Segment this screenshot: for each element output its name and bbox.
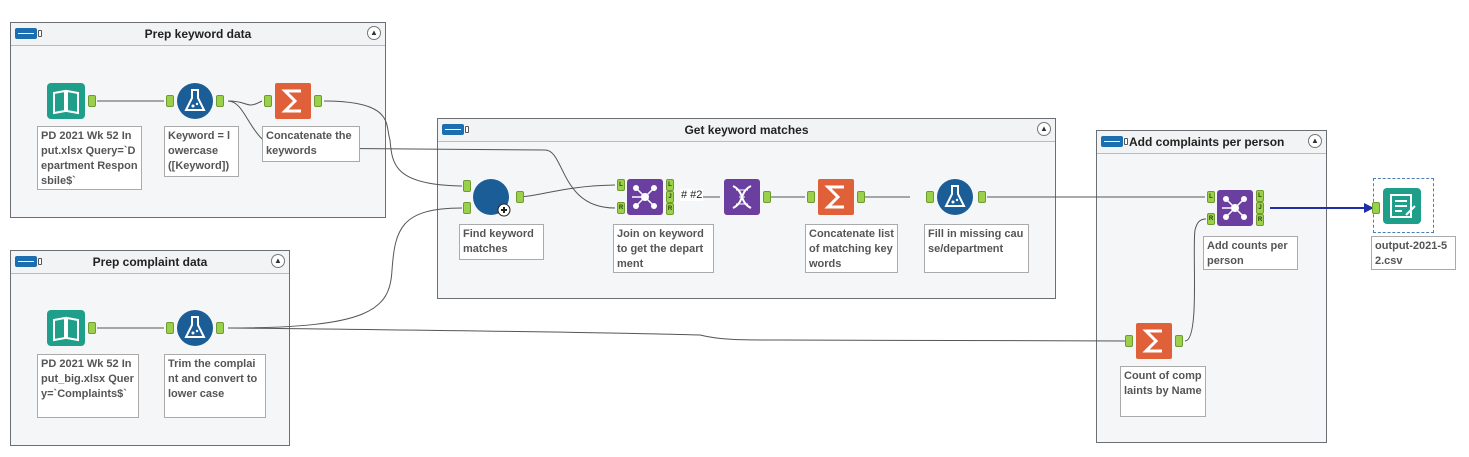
input-anchor[interactable] (926, 191, 934, 203)
tool-annotation: Trim the complaint and convert to lower … (164, 354, 266, 418)
input-anchor-r[interactable] (463, 202, 471, 214)
tool-annotation: Add counts per person (1203, 236, 1298, 270)
container-title: Add complaints per person (1129, 135, 1285, 149)
output-anchor-j[interactable]: J (1256, 202, 1264, 214)
container-title: Prep keyword data (144, 27, 252, 41)
flask-icon[interactable] (936, 178, 974, 216)
tool-annotation: Count of complaints by Name (1120, 366, 1206, 417)
wire-label: # #2 (680, 189, 704, 201)
input-anchor[interactable] (807, 191, 815, 203)
container-icon (15, 28, 42, 39)
tool-annotation: PD 2021 Wk 52 Input_big.xlsx Query=`Comp… (37, 354, 139, 418)
container-title: Get keyword matches (684, 123, 809, 137)
container-header[interactable]: Prep keyword data ▲ (11, 23, 385, 46)
output-anchor[interactable] (978, 191, 986, 203)
sigma-icon[interactable] (274, 82, 312, 120)
output-anchor[interactable] (1175, 335, 1183, 347)
book-icon[interactable] (46, 309, 86, 347)
tool-annotation: Concatenate the keywords (262, 126, 360, 162)
output-anchor-r[interactable]: R (1256, 214, 1264, 226)
container-icon (15, 256, 42, 267)
input-anchor-r[interactable]: R (1207, 213, 1215, 225)
output-anchor[interactable] (763, 191, 771, 203)
collapse-icon[interactable]: ▲ (271, 254, 285, 268)
output-anchor[interactable] (857, 191, 865, 203)
tool-annotation: Concatenate list of matching keywords (805, 224, 898, 273)
join-icon[interactable] (626, 178, 664, 216)
output-anchor[interactable] (88, 322, 96, 334)
container-header[interactable]: Prep complaint data ▲ (11, 251, 289, 274)
container-header[interactable]: Get keyword matches ▲ (438, 119, 1055, 142)
output-anchor[interactable] (216, 322, 224, 334)
input-anchor[interactable] (264, 95, 272, 107)
tool-annotation: Find keyword matches (459, 224, 544, 260)
tool-annotation: Fill in missing cause/department (924, 224, 1029, 273)
output-anchor-l[interactable]: L (1256, 190, 1264, 202)
join-icon[interactable] (1216, 189, 1254, 227)
tool-annotation: Keyword = lowercase ([Keyword]) (164, 126, 239, 177)
find-replace-icon[interactable] (472, 178, 512, 218)
collapse-icon[interactable]: ▲ (1308, 134, 1322, 148)
output-anchor-r[interactable]: R (666, 203, 674, 215)
tool-annotation: Join on keyword to get the department (613, 224, 714, 273)
input-anchor[interactable] (166, 95, 174, 107)
output-anchor[interactable] (216, 95, 224, 107)
input-anchor[interactable] (166, 322, 174, 334)
tool-annotation: PD 2021 Wk 52 Input.xlsx Query=`Departme… (37, 126, 142, 190)
collapse-icon[interactable]: ▲ (367, 26, 381, 40)
tool-annotation: output-2021-52.csv (1371, 236, 1456, 270)
input-anchor-f[interactable] (463, 180, 471, 192)
output-anchor[interactable] (88, 95, 96, 107)
sigma-icon[interactable] (817, 178, 855, 216)
container-header[interactable]: Add complaints per person ▲ (1097, 131, 1326, 154)
output-anchor[interactable] (314, 95, 322, 107)
output-anchor-j[interactable]: J (666, 191, 674, 203)
output-anchor[interactable] (516, 191, 524, 203)
input-anchor-l[interactable]: L (617, 179, 625, 191)
output-icon[interactable] (1382, 187, 1422, 225)
book-icon[interactable] (46, 82, 86, 120)
flask-icon[interactable] (176, 82, 214, 120)
output-anchor-l[interactable]: L (666, 179, 674, 191)
input-anchor[interactable] (1372, 202, 1380, 214)
collapse-icon[interactable]: ▲ (1037, 122, 1051, 136)
input-anchor-l[interactable]: L (1207, 191, 1215, 203)
input-anchor-r[interactable]: R (617, 202, 625, 214)
input-anchor[interactable] (1125, 335, 1133, 347)
flask-icon[interactable] (176, 309, 214, 347)
container-title: Prep complaint data (92, 255, 208, 269)
dna-icon[interactable] (723, 178, 761, 216)
sigma-icon[interactable] (1135, 322, 1173, 360)
container-icon (1101, 136, 1128, 147)
